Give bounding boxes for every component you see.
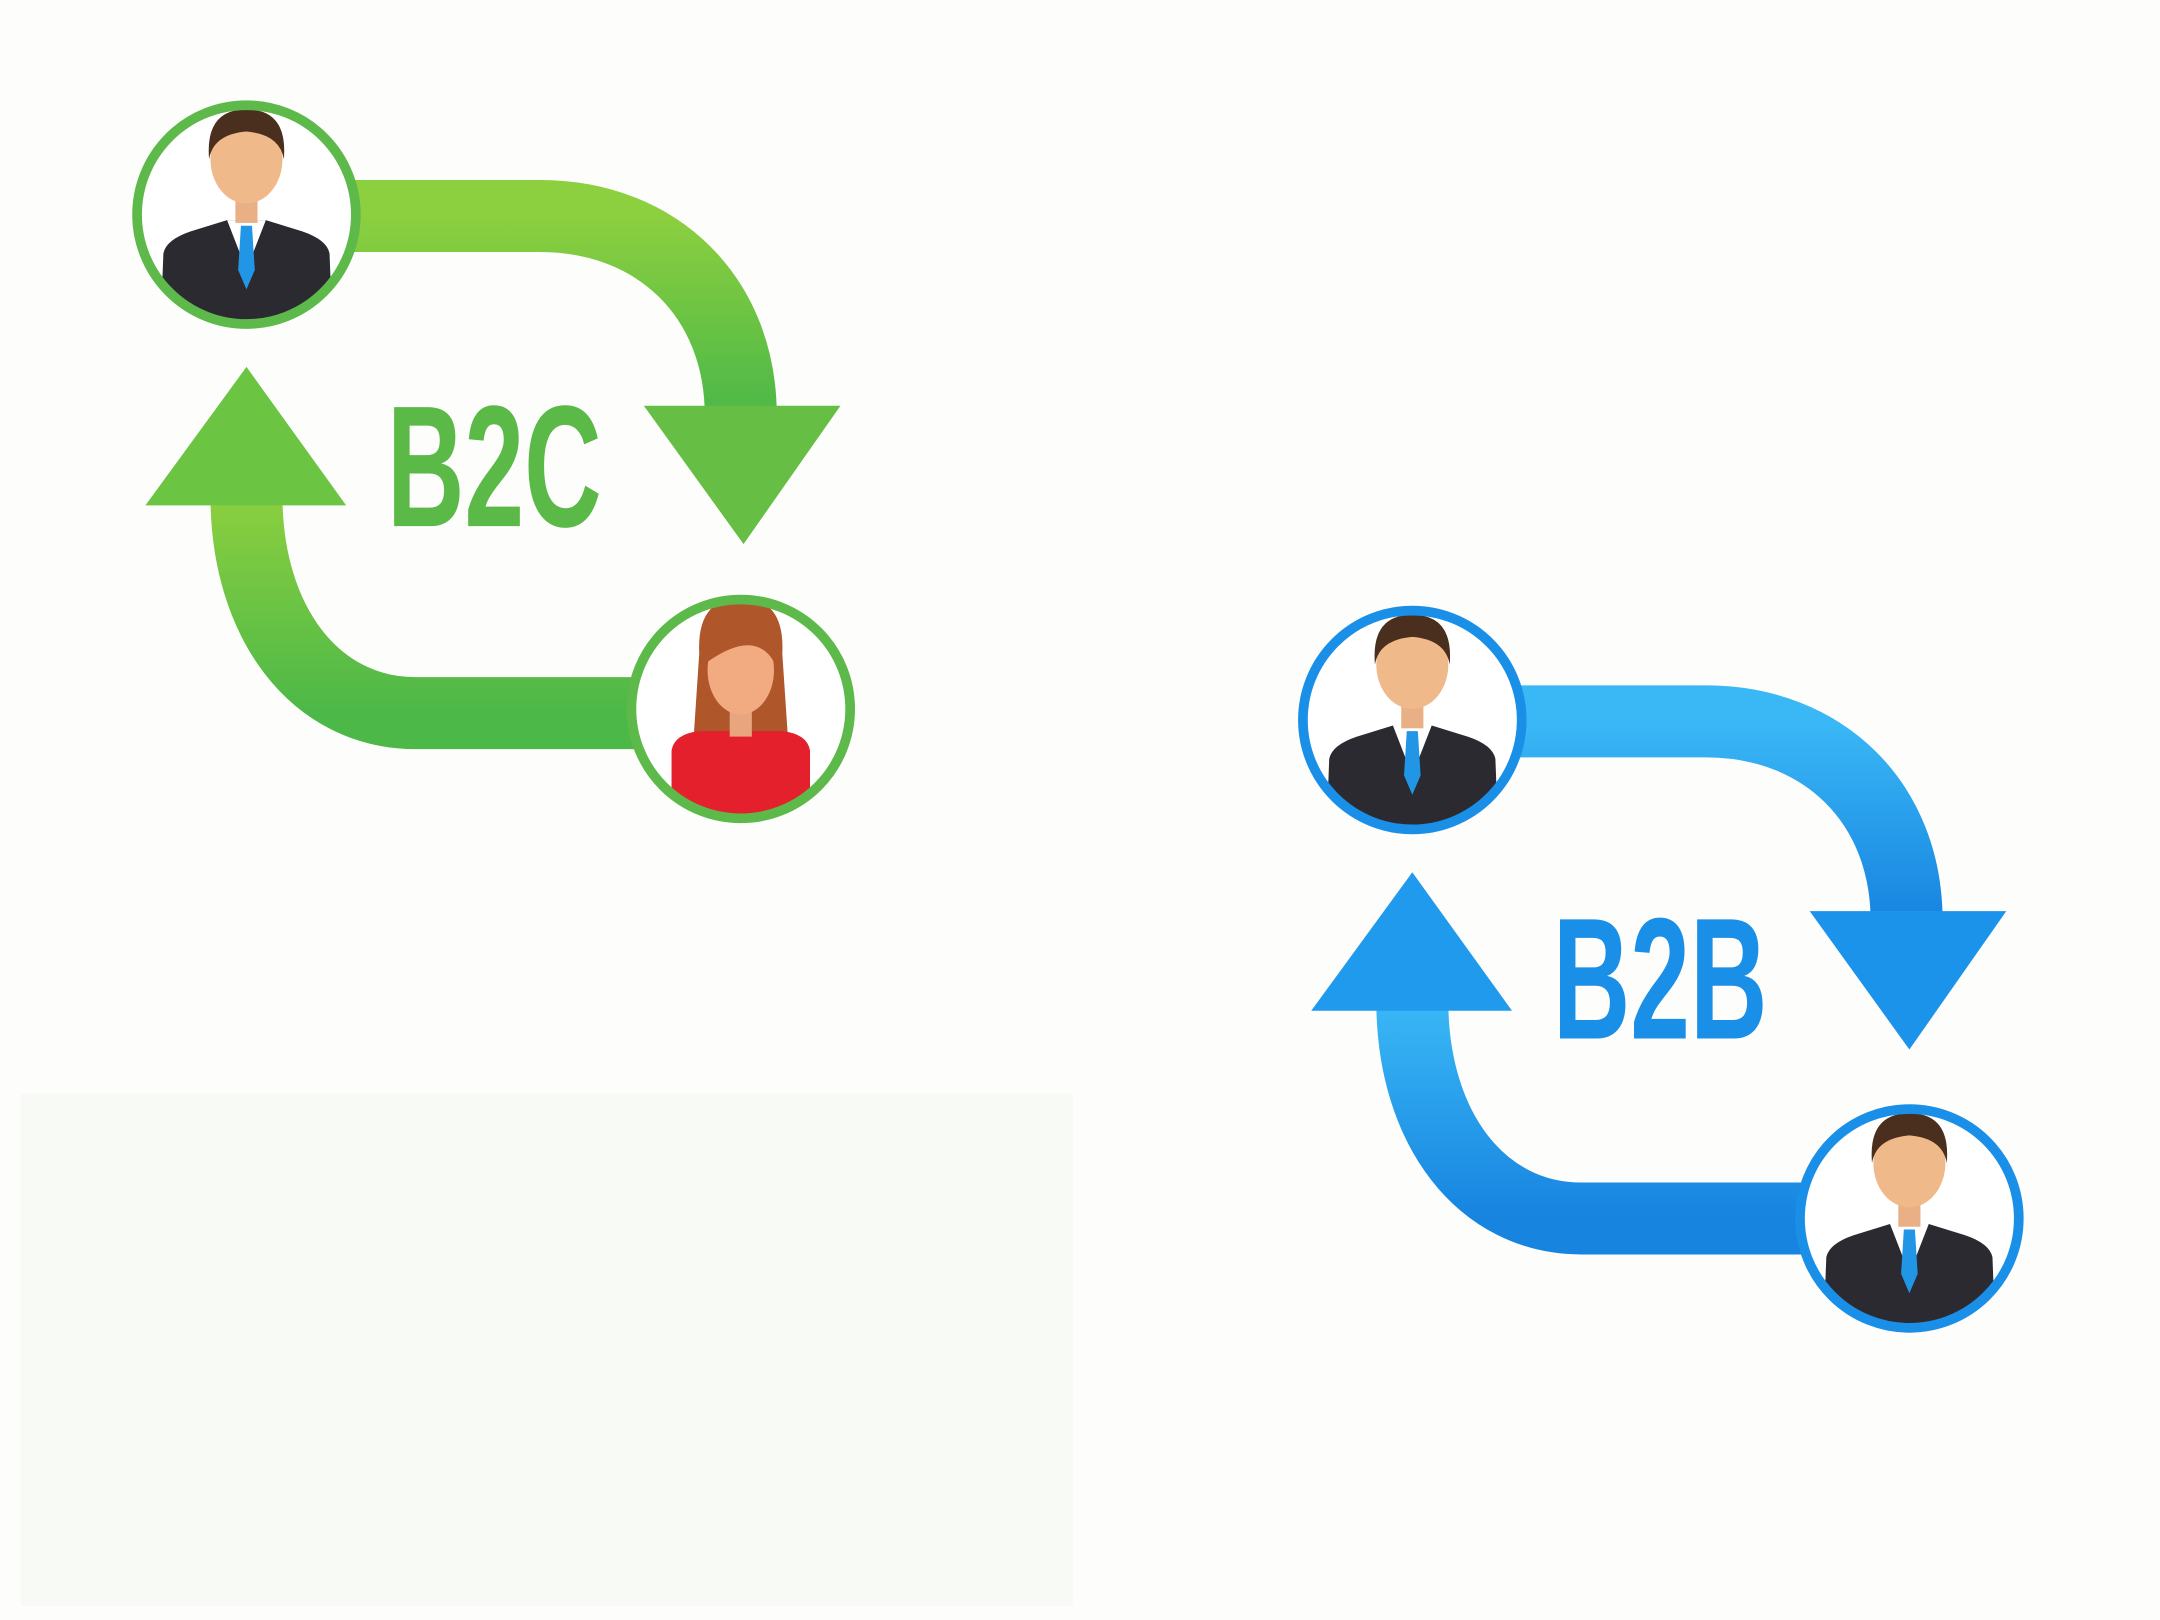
- businessman-avatar-icon: [132, 100, 361, 329]
- b2b-label: B2B: [1553, 882, 1768, 1076]
- top-arrow-shaft: [1512, 685, 1943, 922]
- woman-avatar-icon: [626, 594, 855, 824]
- down-arrow-head: [643, 405, 841, 545]
- top-arrow-shaft: [346, 180, 777, 417]
- up-arrow-head: [145, 366, 347, 506]
- background-panel: [20, 1093, 1074, 1607]
- businessman-avatar-icon: [1795, 1104, 2024, 1333]
- b2b-diagram: B2B: [1298, 605, 2024, 1333]
- bottom-arrow-shaft: [210, 495, 637, 750]
- bottom-arrow-shaft: [1376, 1000, 1803, 1255]
- businessman-avatar-icon: [1298, 605, 1527, 835]
- b2c-label: B2C: [387, 370, 602, 564]
- b2c-diagram: B2C: [132, 100, 855, 824]
- up-arrow-head: [1311, 872, 1512, 1011]
- down-arrow-head: [1809, 911, 2007, 1050]
